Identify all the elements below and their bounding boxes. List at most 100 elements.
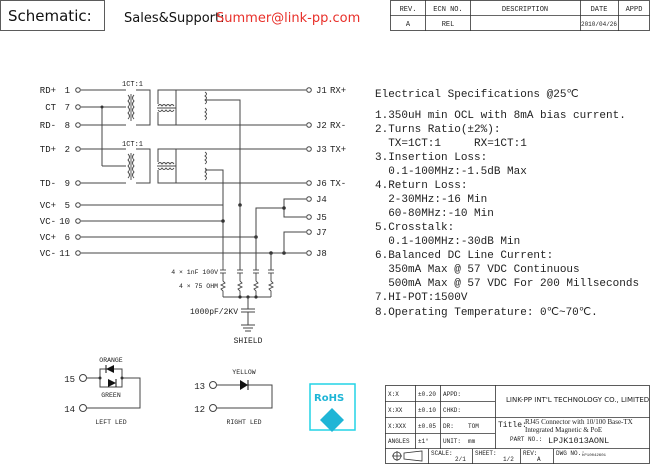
- pin-number: 2: [65, 145, 70, 155]
- spec-line: 1.350uH min OCL with 8mA bias current.: [375, 110, 626, 122]
- scale-label: SCALE:: [431, 450, 453, 457]
- rev-value: A: [406, 21, 411, 29]
- jack-pin-name: J8: [316, 249, 327, 259]
- spec-line: 7.HI-POT:1500V: [375, 292, 468, 304]
- jack-pin-name: J4: [316, 195, 327, 205]
- rev-label: REV:: [523, 450, 537, 457]
- pin-name: RD+: [40, 86, 56, 96]
- approval-field: DR:: [443, 423, 454, 430]
- led-color: GREEN: [101, 392, 121, 399]
- approval-field: CHKD:: [443, 407, 461, 414]
- tolerance-format: X:XX: [388, 407, 403, 414]
- pin-name: RD-: [40, 121, 56, 131]
- jack-terminal: [306, 146, 312, 152]
- tolerance-format: X:X: [388, 391, 399, 398]
- dwg-label: DWG NO.:: [556, 450, 585, 457]
- jack-signal: TX+: [330, 145, 346, 155]
- part-number: LPJK1013AONL: [548, 436, 609, 446]
- pin-terminal: [75, 122, 81, 128]
- pin-name: CT: [45, 103, 56, 113]
- company-name: LINK-PP INT'L TECHNOLOGY CO., LIMITED: [506, 396, 649, 404]
- ecn-value: REL: [442, 21, 455, 29]
- led-color: ORANGE: [99, 357, 123, 364]
- shield-capacitor-label: 1000pF/2KV: [190, 308, 238, 317]
- tolerance-value: ±0.20: [418, 391, 436, 398]
- jack-terminal: [306, 250, 312, 256]
- orange-diode-icon: [106, 365, 114, 373]
- jack-signal: RX-: [330, 121, 346, 131]
- pin-name: TD+: [40, 145, 56, 155]
- title-line-1: RJ45 Connector with 10/100 Base-TX: [525, 418, 633, 426]
- date-value: 2010/04/26: [581, 21, 617, 28]
- jack-signal: RX+: [330, 86, 346, 96]
- jack-terminal: [306, 87, 312, 93]
- resistor-icon: [236, 273, 244, 297]
- tolerance-value: ±0.10: [418, 407, 436, 414]
- spec-line: 6.Balanced DC Line Current:: [375, 250, 553, 262]
- jack-pin-name: J5: [316, 213, 327, 223]
- electrical-specifications: Electrical Specifications @25℃ 1.350uH m…: [375, 89, 639, 319]
- led-label: LEFT LED: [95, 419, 126, 426]
- led-pin: 12: [194, 405, 205, 415]
- pin-name: VC+: [40, 233, 56, 243]
- pin-number: 8: [65, 121, 70, 131]
- right-led: 13 12 YELLOW RIGHT LED: [194, 369, 273, 426]
- resistor-icon: [219, 273, 227, 297]
- pin-terminal: [75, 218, 81, 224]
- date-header: DATE: [591, 6, 608, 14]
- pin-terminal: [75, 87, 81, 93]
- approval-field: APPD:: [443, 391, 461, 398]
- revision-table: REV. ECN NO. DESCRIPTION DATE APPD A REL…: [390, 0, 650, 31]
- jack-terminal: [306, 196, 312, 202]
- led-color: YELLOW: [232, 369, 256, 376]
- jack-pin-name: J3: [316, 145, 327, 155]
- transformer-coil-icon: [127, 91, 207, 181]
- approval-value: mm: [468, 438, 476, 445]
- pin-number: 5: [65, 201, 70, 211]
- rohs-logo: RoHS: [309, 383, 356, 432]
- spec-line: 60-80MHz:-10 Min: [375, 208, 494, 220]
- pin-number: 11: [59, 249, 70, 259]
- spec-line: 5.Crosstalk:: [375, 222, 454, 234]
- ground-icon: [241, 324, 255, 332]
- led-pin: 15: [64, 375, 75, 385]
- resistor-label: 4 × 75 OHM: [179, 283, 218, 290]
- green-diode-icon: [108, 379, 116, 387]
- jack-terminal: [306, 229, 312, 235]
- led-pin: 14: [64, 405, 75, 415]
- spec-line: 2-30MHz:-16 Min: [375, 194, 487, 206]
- pin-number: 10: [59, 217, 70, 227]
- projection-symbol-icon: [392, 450, 423, 462]
- pin-terminal: [75, 180, 81, 186]
- jack-pin-name: J6: [316, 179, 327, 189]
- tolerance-value: ±0.05: [418, 423, 436, 430]
- led-pin: 13: [194, 382, 205, 392]
- sheet-label: SHEET:: [475, 450, 497, 457]
- pin-number: 9: [65, 179, 70, 189]
- spec-line: 4.Return Loss:: [375, 180, 467, 192]
- yellow-diode-icon: [240, 380, 248, 390]
- scale-value: 2/1: [455, 456, 466, 463]
- shield-label: SHIELD: [234, 337, 263, 346]
- jack-terminal: [306, 180, 312, 186]
- support-email[interactable]: Summer@link-pp.com: [216, 11, 360, 26]
- transformer-ratio-2: 1CT:1: [122, 141, 143, 149]
- transformer-ratio-1: 1CT:1: [122, 81, 143, 89]
- spec-line: 2.Turns Ratio(±2%):: [375, 124, 500, 136]
- ecn-header: ECN NO.: [433, 6, 462, 14]
- pin-terminal: [75, 146, 81, 152]
- tolerance-value: ±1°: [418, 438, 429, 445]
- resistor-icon: [252, 273, 260, 297]
- pin-number: 6: [65, 233, 70, 243]
- dwg-number: LP10042601: [582, 454, 607, 458]
- appd-header: APPD: [626, 6, 643, 14]
- spec-line: 3.Insertion Loss:: [375, 152, 487, 164]
- jack-terminal: [306, 122, 312, 128]
- pin-terminal: [75, 250, 81, 256]
- description-header: DESCRIPTION: [502, 6, 548, 14]
- spec-line: 0.1-100MHz:-1.5dB Max: [375, 166, 527, 178]
